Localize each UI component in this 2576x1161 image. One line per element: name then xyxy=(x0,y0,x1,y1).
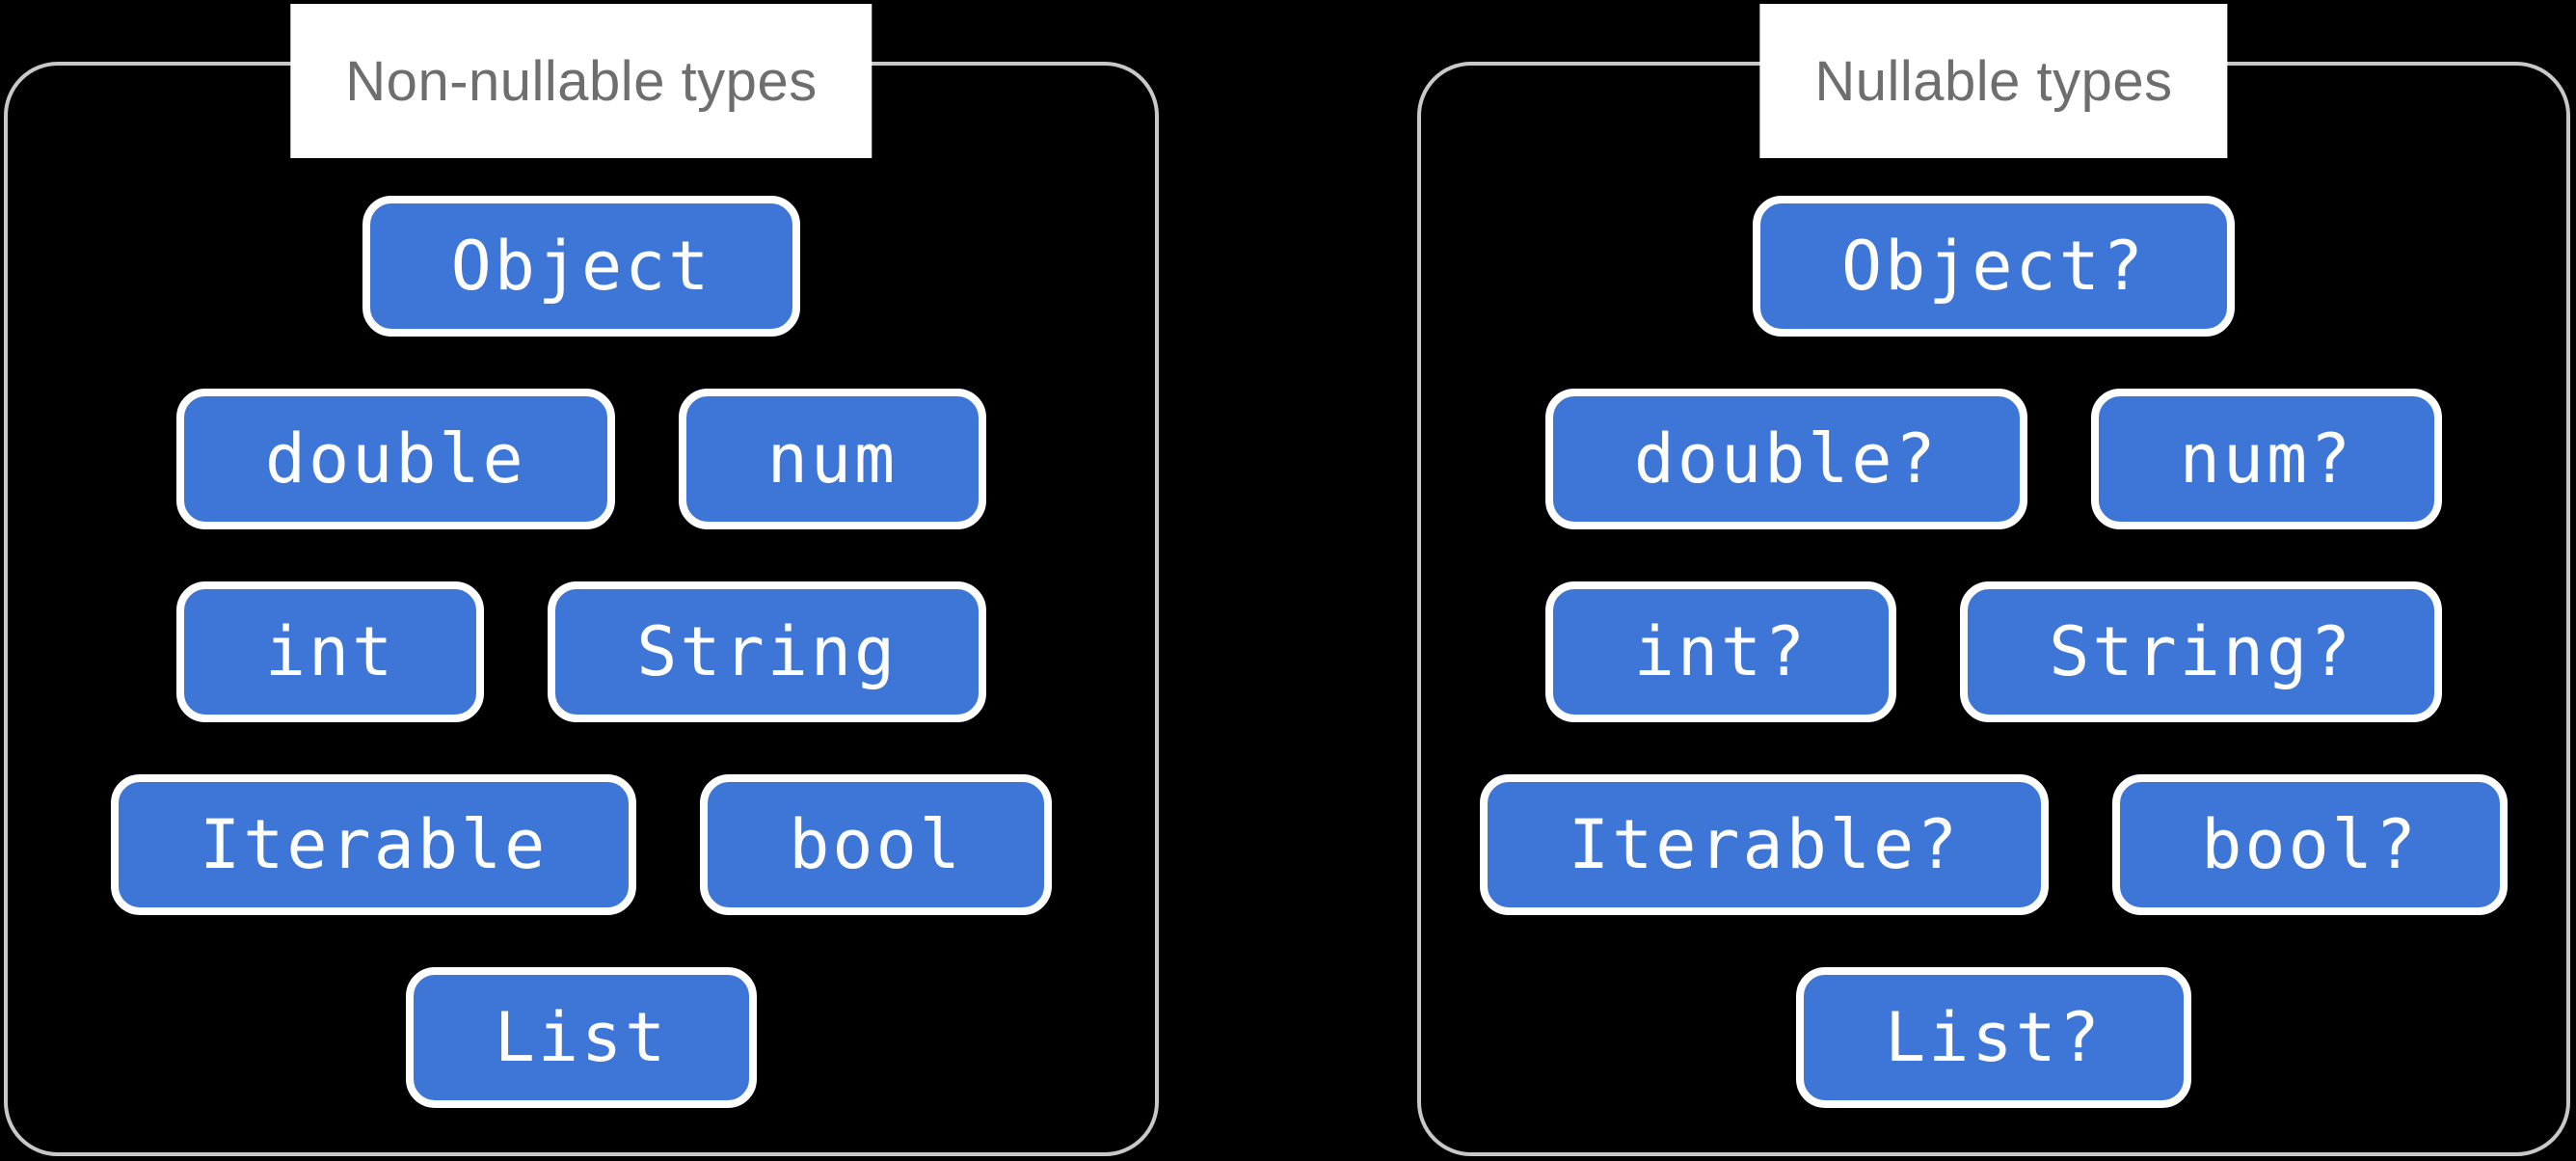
pill-row: Iterable bool xyxy=(111,774,1052,915)
type-pill-object-nullable: Object? xyxy=(1752,196,2235,337)
type-pill-string: String xyxy=(548,581,987,722)
type-pill-bool: bool xyxy=(700,774,1052,915)
type-pill-iterable-nullable: Iterable? xyxy=(1479,774,2050,915)
pill-row: List? xyxy=(1796,967,2191,1108)
panel-title-nullable: Nullable types xyxy=(1814,49,2173,113)
pill-row: Iterable? bool? xyxy=(1479,774,2508,915)
type-pill-bool-nullable: bool? xyxy=(2112,774,2508,915)
type-pill-int: int xyxy=(175,581,485,722)
pill-row: int? String? xyxy=(1544,581,2443,722)
panel-title-non-nullable: Non-nullable types xyxy=(345,49,818,113)
pill-row: Object xyxy=(362,196,801,337)
pill-row: double? num? xyxy=(1544,389,2443,529)
type-pill-list: List xyxy=(405,967,758,1108)
type-pill-double-nullable: double? xyxy=(1544,389,2027,529)
type-pill-double: double xyxy=(175,389,615,529)
pill-row: int String xyxy=(175,581,987,722)
type-pill-iterable: Iterable xyxy=(111,774,637,915)
panel-title-box: Nullable types xyxy=(1759,4,2228,158)
type-pill-int-nullable: int? xyxy=(1544,581,1897,722)
panel-nullable-types: Nullable types Object? double? num? int? Str… xyxy=(1417,4,2570,1156)
panel-non-nullable-types: Non-nullable types Object double num int Str… xyxy=(4,4,1159,1156)
type-pill-grid-nullable: Object? double? num? int? String? Iterable? bo… xyxy=(1421,66,2566,1152)
pill-row: double num xyxy=(175,389,987,529)
panel-title-box: Non-nullable types xyxy=(290,4,872,158)
pill-row: Object? xyxy=(1752,196,2235,337)
type-pill-num-nullable: num? xyxy=(2090,389,2443,529)
type-pill-object: Object xyxy=(362,196,801,337)
pill-row: List xyxy=(405,967,758,1108)
type-pill-num: num xyxy=(678,389,987,529)
type-pill-list-nullable: List? xyxy=(1796,967,2191,1108)
type-pill-string-nullable: String? xyxy=(1960,581,2443,722)
